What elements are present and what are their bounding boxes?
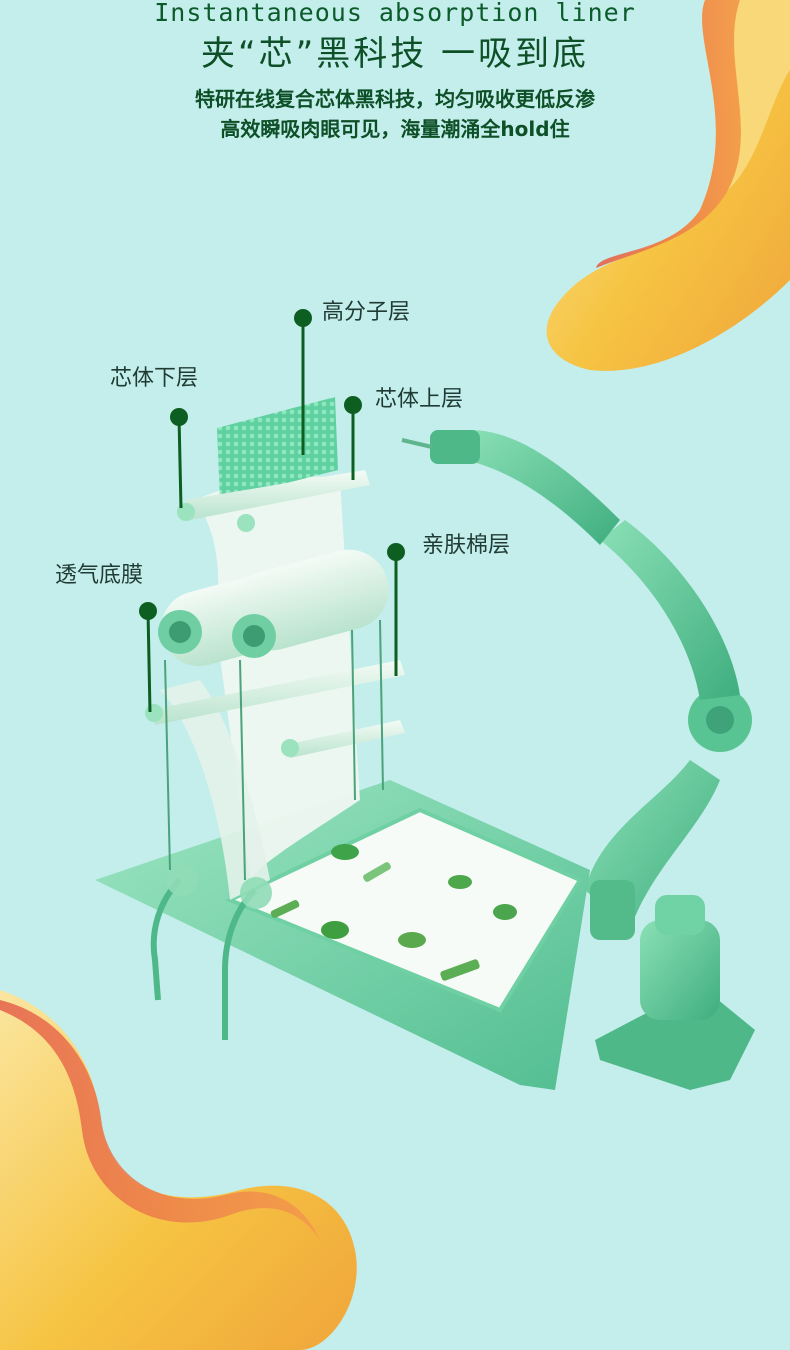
chinese-title: 夹“芯”黑科技 一吸到底 xyxy=(200,34,590,74)
roller-mid xyxy=(145,660,405,758)
label-core-upper: 芯体上层 xyxy=(375,387,464,412)
subtitle-line-2: 高效瞬吸肉眼可见，海量潮涌全hold住 xyxy=(220,117,570,141)
subtitle-line-1: 特研在线复合芯体黑科技，均匀吸收更低反渗 xyxy=(195,87,595,111)
callout-polymer xyxy=(294,309,312,455)
robot-arm xyxy=(401,430,755,1090)
english-title: Instantaneous absorption liner xyxy=(154,0,636,27)
label-core-lower: 芯体下层 xyxy=(110,366,199,391)
peach-slice-top-right xyxy=(546,0,790,371)
roller-top xyxy=(177,470,370,532)
label-polymer-layer: 高分子层 xyxy=(322,300,411,325)
callout-core-upper xyxy=(344,396,362,480)
callout-skin-cotton xyxy=(387,543,405,676)
peach-slice-bottom-left xyxy=(0,990,357,1350)
label-skin-cotton: 亲肤棉层 xyxy=(422,533,511,558)
label-breathable-film: 透气底膜 xyxy=(55,563,144,588)
roller-big-right xyxy=(231,549,389,658)
callout-core-lower xyxy=(170,408,188,509)
liner-machine xyxy=(95,397,590,1090)
callout-breathable-film xyxy=(139,602,157,713)
